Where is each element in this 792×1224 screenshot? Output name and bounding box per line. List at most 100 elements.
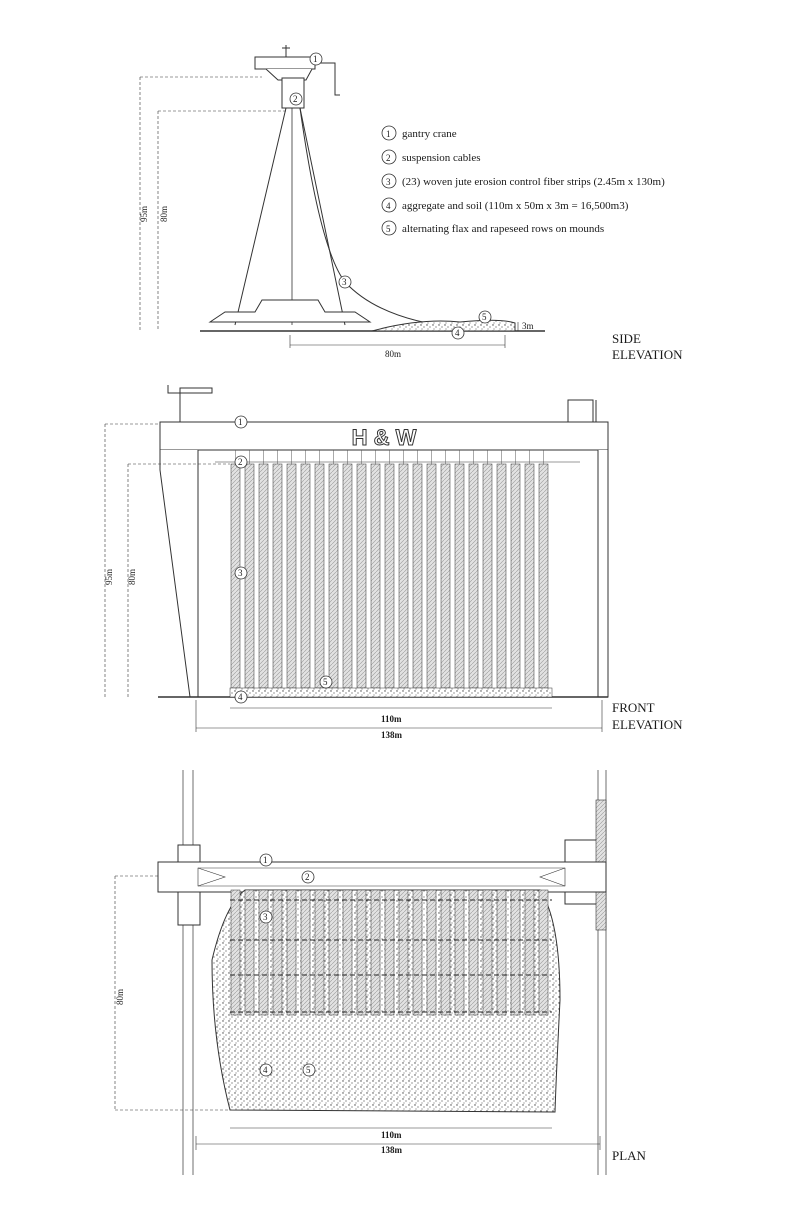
side-cable [299, 107, 461, 329]
front-strip [412, 463, 423, 689]
plan-strip [538, 889, 549, 1016]
side-dim-95: 95m [139, 206, 149, 222]
svg-text:4: 4 [455, 328, 460, 338]
front-strip [328, 463, 339, 689]
svg-text:1: 1 [313, 54, 318, 64]
plan-strip [468, 889, 479, 1016]
side-title-2: ELEVATION [612, 347, 683, 362]
front-dim-95: 95m [104, 569, 114, 585]
svg-text:2: 2 [293, 94, 298, 104]
side-callout-4: 4 [451, 326, 465, 340]
svg-text:4: 4 [263, 1065, 268, 1075]
front-strip [286, 463, 297, 689]
svg-text:1: 1 [238, 417, 243, 427]
hw-logo: H & W [352, 425, 417, 450]
legend-item-3: 3(23) woven jute erosion control fiber s… [381, 173, 665, 189]
plan-callout-2: 2 [301, 870, 315, 884]
plan-strip [426, 889, 437, 1016]
plan-strip [300, 889, 311, 1016]
side-elevation [139, 45, 545, 348]
plan-strip [286, 889, 297, 1016]
plan-strip [440, 889, 451, 1016]
svg-text:5: 5 [386, 224, 391, 234]
plan-title: PLAN [612, 1148, 647, 1163]
plan-strip [244, 889, 255, 1016]
side-crane-arm [315, 62, 340, 96]
front-right-leg [597, 450, 609, 698]
svg-text:5: 5 [306, 1065, 311, 1075]
legend-item-2: 2 suspension cables [381, 149, 481, 165]
front-strip [356, 463, 367, 689]
front-strip [272, 463, 283, 689]
legend-item-1: 1 gantry crane [381, 125, 457, 141]
front-strip [370, 463, 381, 689]
svg-text:1: 1 [386, 129, 391, 139]
plan-dim-80: 80m [115, 989, 125, 1005]
plan-strip [272, 889, 283, 1016]
front-strip [510, 463, 521, 689]
plan-dim-138: 138m [381, 1145, 403, 1155]
front-callout-2: 2 [234, 455, 248, 469]
svg-text:3: 3 [238, 568, 243, 578]
svg-text:aggregate and soil (110m x 50m: aggregate and soil (110m x 50m x 3m = 16… [402, 200, 629, 212]
plan-strip [356, 889, 367, 1016]
front-strip [454, 463, 465, 689]
plan-girder [157, 861, 607, 893]
plan-strip [412, 889, 423, 1016]
front-title-1: FRONT [612, 700, 655, 715]
side-dim-3: 3m [522, 321, 534, 331]
svg-text:(23) woven jute erosion contro: (23) woven jute erosion control fiber st… [402, 176, 665, 188]
side-dim-80: 80m [159, 206, 169, 222]
svg-text:5: 5 [323, 677, 328, 687]
front-dim-80: 80m [127, 569, 137, 585]
plan-callout-4: 4 [259, 1063, 273, 1077]
front-strip [440, 463, 451, 689]
side-mound [371, 319, 516, 332]
svg-text:3: 3 [263, 912, 268, 922]
front-callout-4: 4 [234, 690, 248, 704]
svg-text:2: 2 [386, 153, 391, 163]
side-crane-legs [234, 107, 346, 326]
legend-item-5: 5 alternating flax and rapeseed rows on m… [381, 220, 604, 236]
front-strip [482, 463, 493, 689]
side-crane-mast [282, 45, 290, 57]
plan-strip [384, 889, 395, 1016]
front-strip [538, 463, 549, 689]
front-strip [342, 463, 353, 689]
svg-text:2: 2 [305, 872, 310, 882]
front-strip [468, 463, 479, 689]
svg-text:1: 1 [263, 855, 268, 865]
plan-dim-110: 110m [381, 1130, 402, 1140]
svg-text:4: 4 [238, 692, 243, 702]
svg-text:3: 3 [342, 277, 347, 287]
plan-strip [342, 889, 353, 1016]
plan-strip [454, 889, 465, 1016]
legend: 1 gantry crane 2 suspension cables 3(23) w… [381, 125, 665, 236]
front-strip [384, 463, 395, 689]
plan-strip [482, 889, 493, 1016]
side-crane-head [254, 56, 316, 70]
front-strip [258, 463, 269, 689]
front-strips [230, 450, 549, 689]
front-callout-3: 3 [234, 566, 248, 580]
plan-strip [370, 889, 381, 1016]
plan-strip [258, 889, 269, 1016]
front-strip [496, 463, 507, 689]
legend-item-4: 4 aggregate and soil (110m x 50m x 3m = 1… [381, 197, 629, 213]
front-strip [524, 463, 535, 689]
front-dim-138: 138m [381, 730, 403, 740]
side-dim-80-horizontal: 80m [385, 349, 401, 359]
plan-strip [524, 889, 535, 1016]
svg-text:alternating flax and rapeseed: alternating flax and rapeseed rows on mo… [402, 223, 604, 235]
svg-text:suspension cables: suspension cables [402, 152, 481, 164]
svg-text:gantry crane: gantry crane [402, 128, 457, 140]
front-strip [426, 463, 437, 689]
svg-text:4: 4 [386, 201, 391, 211]
svg-text:2: 2 [238, 457, 243, 467]
front-elevation [104, 385, 609, 732]
plan-strip [328, 889, 339, 1016]
plan-strip [398, 889, 409, 1016]
side-callout-5: 5 [478, 310, 492, 324]
front-strip [398, 463, 409, 689]
